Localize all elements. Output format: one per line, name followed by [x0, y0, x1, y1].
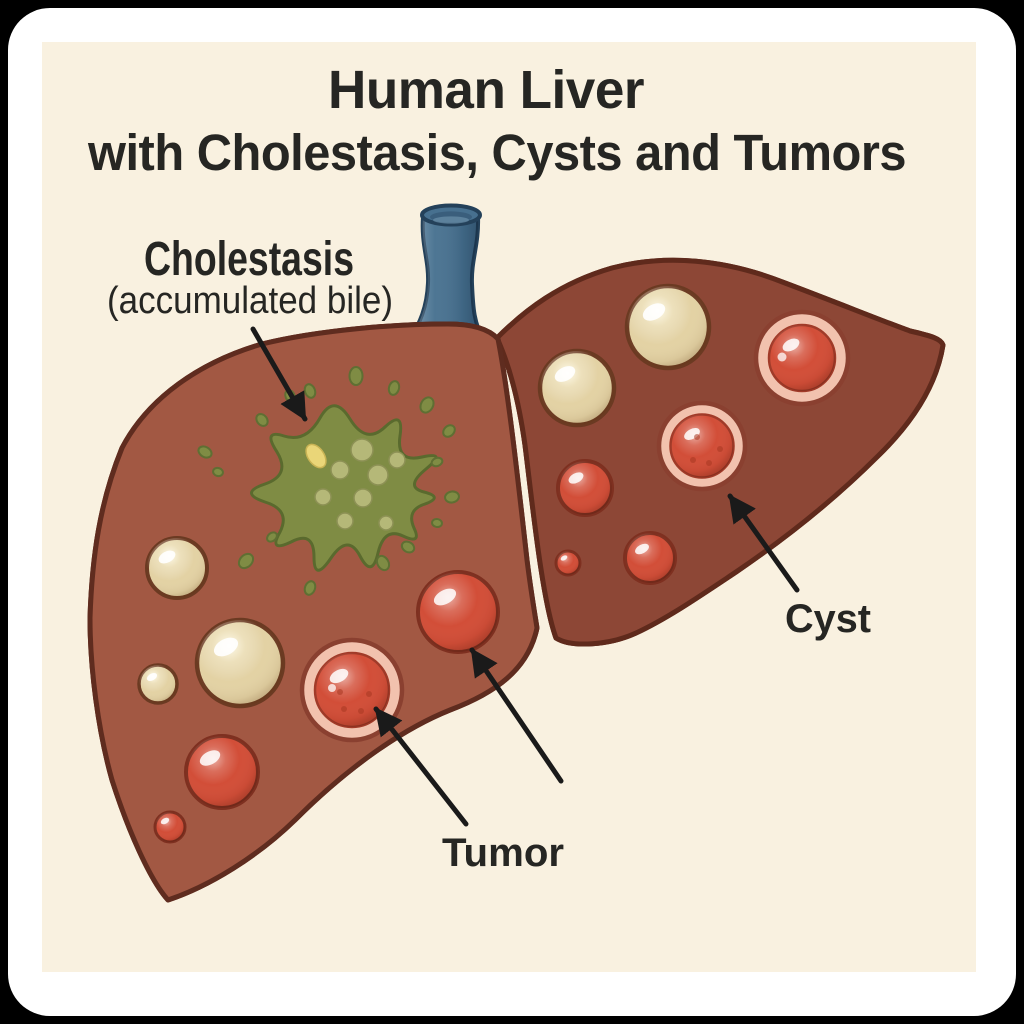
tumor-sphere [184, 734, 260, 810]
annotation-arrows [250, 326, 800, 827]
ringed-nodules [299, 309, 851, 743]
cyst-sphere [537, 348, 617, 428]
cyst-label: Cyst [785, 597, 871, 641]
nodule-speckles [337, 689, 372, 714]
vessel-shading [409, 217, 484, 347]
cream-nodules [137, 283, 712, 709]
cyst-sphere [137, 663, 179, 705]
tumor-arrow-right [469, 647, 564, 784]
tumor-sphere [556, 459, 614, 517]
nodule-speckles [690, 434, 723, 466]
cholestasis-label: Cholestasis [144, 233, 354, 286]
tumor-arrow-left [373, 706, 469, 827]
bile-inner-dots [314, 438, 406, 531]
tumor-sphere [416, 570, 500, 654]
red-nodules [153, 459, 677, 844]
tumor-sphere [554, 549, 582, 577]
blue-vessel [405, 203, 488, 349]
ringed-nodule [656, 400, 748, 492]
vessel-rim-highlight [433, 216, 469, 224]
tumor-sphere [623, 531, 677, 585]
bile-yellow-dot [305, 443, 327, 469]
page-subtitle: with Cholestasis, Cysts and Tumors [87, 124, 906, 181]
cyst-sphere [624, 283, 712, 371]
ringed-nodule [753, 309, 851, 407]
tumor-label: Tumor [442, 831, 564, 875]
cyst-sphere [145, 536, 209, 600]
cholestasis-arrow [250, 326, 308, 422]
cyst-arrow [727, 493, 800, 593]
cholestasis-sublabel: (accumulated bile) [107, 280, 393, 322]
cyst-sphere [194, 617, 286, 709]
page-title: Human Liver [328, 60, 644, 120]
tumor-sphere [153, 810, 187, 844]
